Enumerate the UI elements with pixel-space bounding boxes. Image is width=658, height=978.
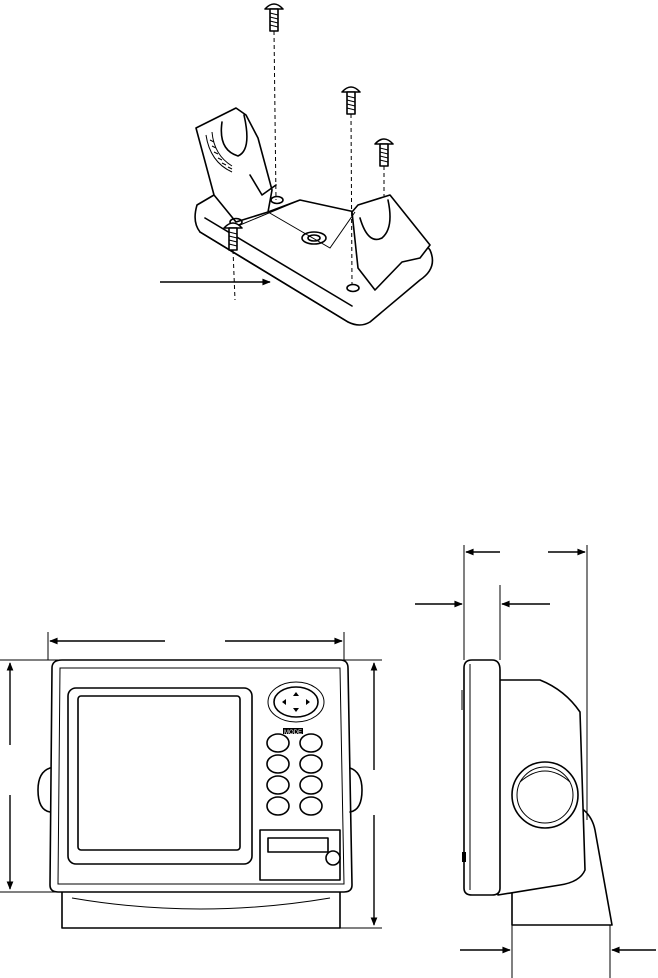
screw-icon bbox=[375, 139, 393, 166]
screw-icon bbox=[342, 87, 360, 114]
dimension-base-depth bbox=[460, 925, 656, 978]
dimension-width bbox=[48, 632, 344, 660]
mode-label: MODE bbox=[284, 730, 302, 736]
screw-icon bbox=[265, 4, 283, 31]
dimension-bezel-thickness bbox=[415, 585, 550, 660]
side-view bbox=[462, 660, 612, 925]
front-view: MODE bbox=[38, 660, 362, 928]
mounting-bracket-icon bbox=[195, 108, 432, 325]
